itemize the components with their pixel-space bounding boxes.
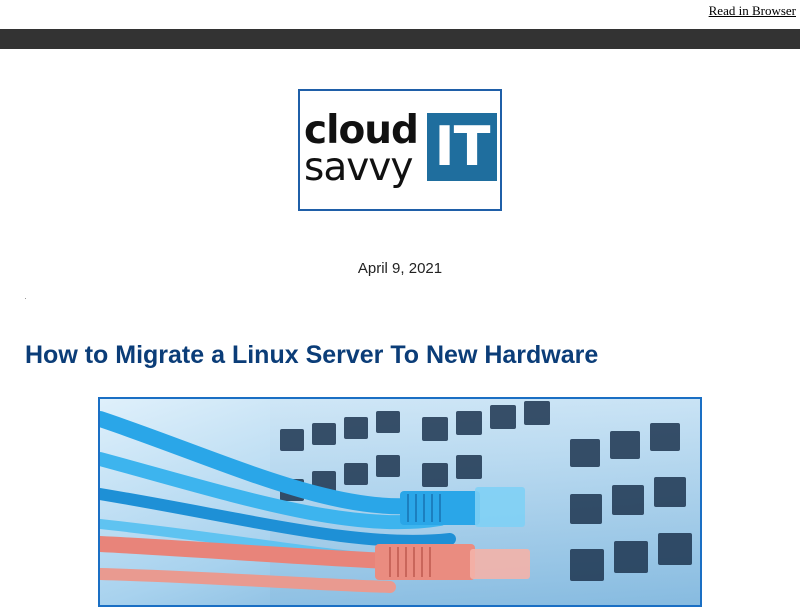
read-in-browser-link[interactable]: Read in Browser [708, 3, 796, 18]
cloud-savvy-it-logo[interactable]: cloud savvy IT [298, 89, 502, 211]
article-hero-image[interactable] [98, 397, 702, 607]
article-title-link[interactable]: How to Migrate a Linux Server To New Har… [25, 341, 599, 369]
logo-word-cloud: cloud [304, 108, 419, 153]
spacer-dot [25, 298, 26, 299]
logo-it-badge: IT [427, 113, 497, 181]
header-divider-bar [0, 29, 800, 49]
newsletter-date: April 9, 2021 [357, 260, 443, 277]
top-bar: Read in Browser [0, 0, 800, 28]
network-cables-illustration [100, 399, 700, 605]
logo-word-savvy: savvy [304, 145, 413, 190]
